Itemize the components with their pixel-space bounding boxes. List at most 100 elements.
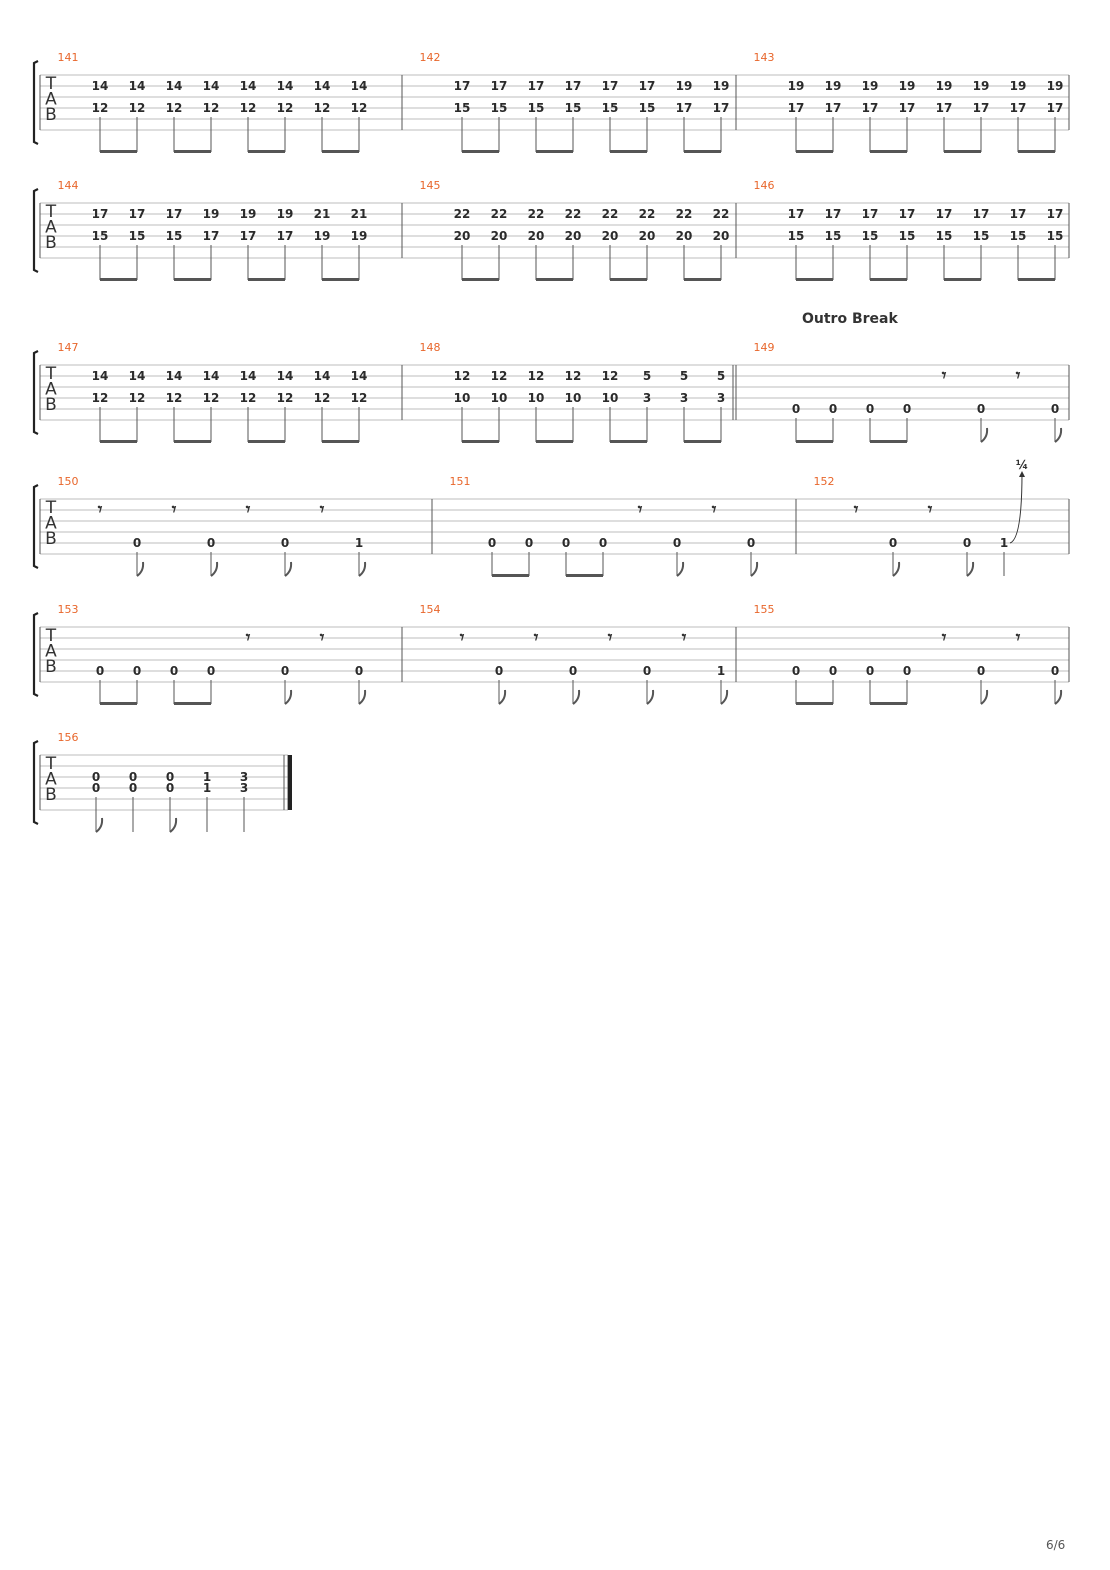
fret-number: 15 [602,101,619,115]
fret-number: 22 [713,207,730,221]
eighth-rest: 𝄾 [534,628,539,648]
fret-number: 19 [788,79,805,93]
measure-number: 154 [420,603,441,616]
fret-number: 12 [129,101,146,115]
fret-number: 22 [454,207,471,221]
bend-arrowhead [1019,471,1025,477]
tab-clef-letter: T [45,754,57,774]
eighth-rest: 𝄾 [712,500,717,520]
fret-number: 14 [166,79,183,93]
fret-number: 12 [92,101,109,115]
measure-number: 145 [420,179,441,192]
beam [174,278,211,281]
beam [944,150,981,153]
fret-number: 5 [680,369,688,383]
note-flag [1054,689,1063,705]
fret-number: 20 [454,229,471,243]
fret-number: 1 [355,536,363,550]
fret-number: 20 [676,229,693,243]
fret-number: 19 [240,207,257,221]
fret-number: 0 [355,664,363,678]
fret-number: 17 [1047,101,1064,115]
measure-number: 142 [420,51,441,64]
beam [870,440,907,443]
fret-number: 15 [825,229,842,243]
fret-number: 0 [1051,402,1059,416]
fret-number: 0 [129,781,137,795]
fret-number: 15 [973,229,990,243]
fret-number: 14 [203,79,220,93]
fret-number: 0 [903,664,911,678]
fret-number: 15 [491,101,508,115]
fret-number: 17 [973,101,990,115]
fret-number: 22 [491,207,508,221]
fret-number: 17 [862,207,879,221]
beam [248,278,285,281]
fret-number: 10 [528,391,545,405]
eighth-rest: 𝄾 [1016,628,1021,648]
beam [870,150,907,153]
fret-number: 22 [528,207,545,221]
tab-clef-letter: A [45,218,57,238]
note-flag [95,817,104,833]
staff-bracket [32,60,39,145]
fret-number: 0 [495,664,503,678]
note-flag [210,561,219,577]
fret-number: 17 [454,79,471,93]
tab-clef-letter: A [45,642,57,662]
fret-number: 17 [899,101,916,115]
fret-number: 0 [643,664,651,678]
eighth-rest: 𝄾 [854,500,859,520]
fret-number: 12 [240,391,257,405]
fret-number: 5 [717,369,725,383]
fret-number: 1 [203,781,211,795]
fret-number: 12 [166,391,183,405]
fret-number: 12 [92,391,109,405]
fret-number: 3 [643,391,651,405]
note-flag [358,561,367,577]
tab-clef-letter: T [45,626,57,646]
beam [610,440,647,443]
tab-clef-letter: T [45,74,57,94]
beam [248,440,285,443]
fret-number: 15 [129,229,146,243]
beam [870,702,907,705]
fret-number: 12 [454,369,471,383]
fret-number: 14 [92,369,109,383]
fret-number: 15 [788,229,805,243]
staff-system: TAB1441715171517151917191719172119211914… [32,179,1070,281]
beam [684,278,721,281]
fret-number: 19 [351,229,368,243]
fret-number: 19 [862,79,879,93]
tab-clef-letter: B [45,233,57,253]
fret-number: 0 [977,664,985,678]
fret-number: 12 [351,101,368,115]
beam [1018,278,1055,281]
note-flag [720,689,729,705]
fret-number: 0 [96,664,104,678]
fret-number: 20 [528,229,545,243]
fret-number: 17 [92,207,109,221]
measure-number: 156 [58,731,79,744]
fret-number: 0 [92,770,100,784]
fret-number: 17 [862,101,879,115]
beam [174,150,211,153]
fret-number: 17 [565,79,582,93]
measure-number: 153 [58,603,79,616]
fret-number: 14 [240,79,257,93]
bend-arrow [1009,472,1023,544]
staff-bracket [32,188,39,273]
fret-number: 17 [240,229,257,243]
beam [322,150,359,153]
tab-clef-letter: T [45,202,57,222]
fret-number: 20 [639,229,656,243]
staff-system: TAB1471412141214121412141214121412141214… [32,311,1070,443]
fret-number: 0 [207,664,215,678]
section-label: Outro Break [802,311,898,327]
fret-number: 0 [207,536,215,550]
fret-number: 12 [203,101,220,115]
